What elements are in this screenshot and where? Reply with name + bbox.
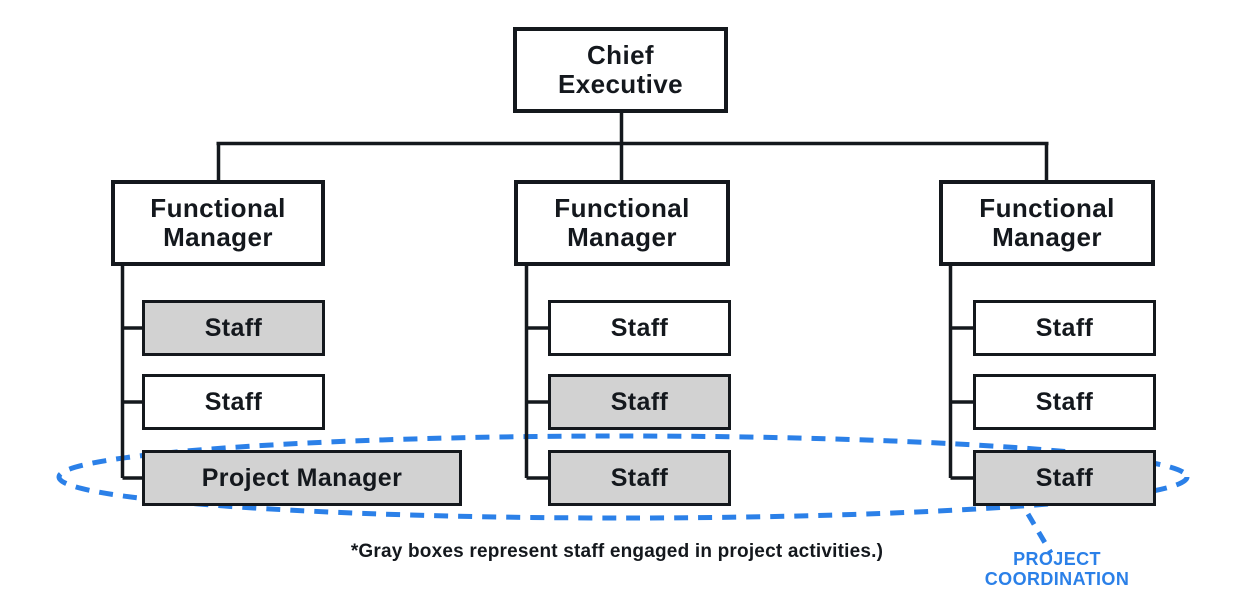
node-col2-staff-3: Staff bbox=[548, 450, 731, 506]
node-col2-staff-1: Staff bbox=[548, 300, 731, 356]
node-col1-staff-1: Staff bbox=[142, 300, 325, 356]
node-col3-staff-3: Staff bbox=[973, 450, 1156, 506]
node-col1-staff-2: Staff bbox=[142, 374, 325, 430]
node-functional-manager-2: Functional Manager bbox=[514, 180, 730, 266]
project-coordination-label: PROJECT COORDINATION bbox=[984, 549, 1130, 589]
node-col3-staff-1: Staff bbox=[973, 300, 1156, 356]
node-col3-staff-2: Staff bbox=[973, 374, 1156, 430]
gray-box-footnote: *Gray boxes represent staff engaged in p… bbox=[350, 541, 884, 562]
coordination-leader-line bbox=[1025, 512, 1054, 555]
project-coordination-ellipse bbox=[56, 433, 1190, 521]
node-col2-staff-2: Staff bbox=[548, 374, 731, 430]
node-chief-executive: Chief Executive bbox=[513, 27, 728, 113]
node-col1-project-manager: Project Manager bbox=[142, 450, 462, 506]
node-functional-manager-1: Functional Manager bbox=[111, 180, 325, 266]
node-functional-manager-3: Functional Manager bbox=[939, 180, 1155, 266]
